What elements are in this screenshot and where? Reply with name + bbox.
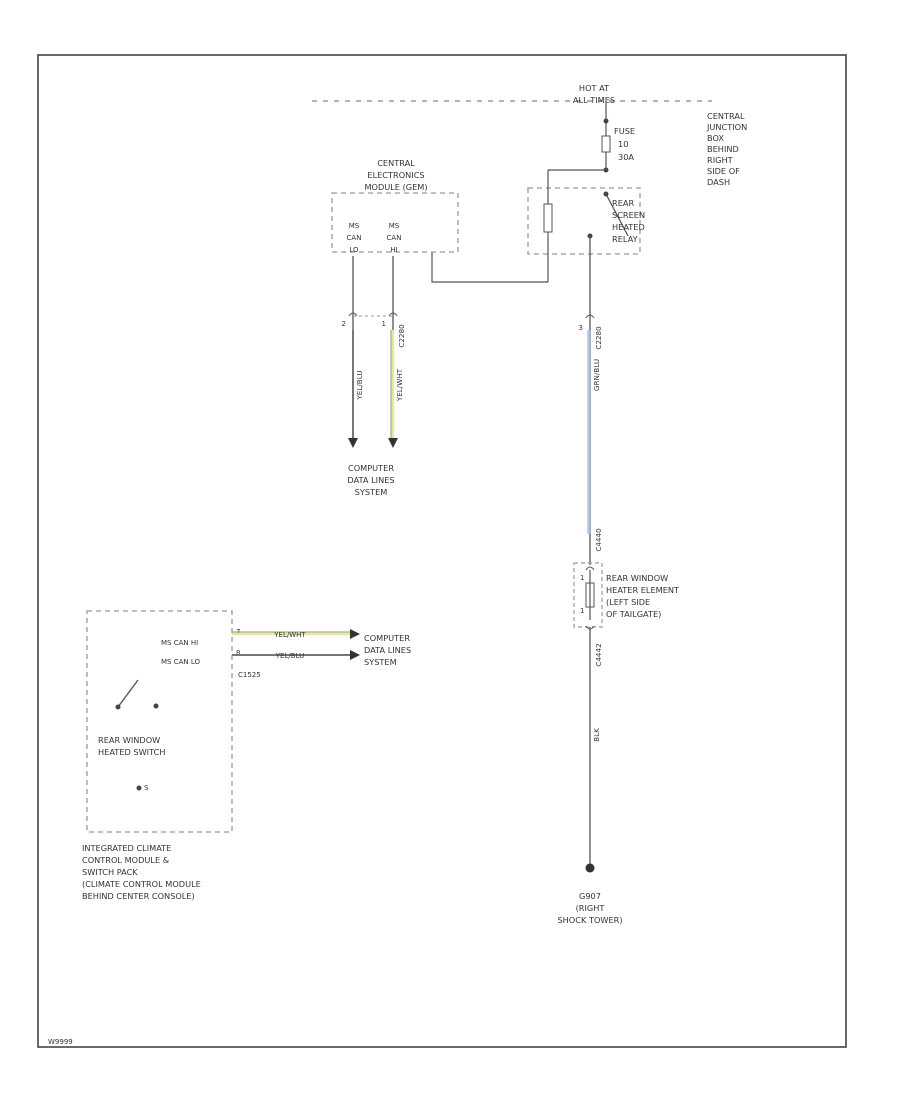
relay-output-pin: 3	[579, 324, 583, 332]
cem-lo-text-2: CAN	[347, 234, 362, 242]
heater-connector-bottom: C4442	[594, 643, 603, 666]
fuse-icon	[601, 135, 611, 153]
cjb-label-line3: BOX	[707, 133, 724, 143]
computer-data-top-line2: DATA LINES	[347, 475, 394, 485]
computer-data-left-line2: DATA LINES	[364, 645, 411, 655]
heater-label-line1: REAR WINDOW	[606, 573, 668, 583]
cem-lo-text-1: MS	[349, 222, 360, 230]
fuse-rating: 30A	[618, 152, 634, 162]
cjb-label-line6: SIDE OF	[707, 166, 740, 176]
iccm-hi-wire-color: YEL/WHT	[273, 631, 306, 639]
heater-pin-top: 1	[580, 574, 584, 582]
iccm-switch-label-line1: REAR WINDOW	[98, 735, 160, 745]
relay-contact-switch	[605, 193, 629, 237]
iccm-caption-line5: BEHIND CENTER CONSOLE)	[82, 891, 195, 901]
iccm-pin-lo-label: MS CAN LO	[161, 658, 200, 666]
relay-output-connector-shape	[585, 314, 595, 319]
relay-output-connector-id: C2280	[594, 326, 603, 350]
diagram-id: W9999	[48, 1038, 73, 1046]
fuse-label: FUSE	[614, 126, 635, 136]
ground-point-icon	[585, 863, 595, 873]
heater-label-line4: OF TAILGATE)	[606, 609, 661, 619]
heater-label-line2: HEATER ELEMENT	[606, 585, 680, 595]
iccm-caption-line3: SWITCH PACK	[82, 867, 138, 877]
cjb-label-line7: DASH	[707, 177, 730, 187]
cem-label-line3: MODULE (GEM)	[364, 182, 427, 192]
iccm-caption-line1: INTEGRATED CLIMATE	[82, 843, 171, 853]
cem-lo-text-3: LO	[349, 246, 359, 254]
relay-output-wire-color: GRN/BLU	[592, 359, 601, 391]
relay-label-line3: HEATED	[612, 222, 645, 232]
cem-hi-wire-color: YEL/WHT	[395, 368, 404, 402]
computer-data-left-line1: COMPUTER	[364, 633, 410, 643]
cem-label-line2: ELECTRONICS	[367, 170, 424, 180]
relay-label-line4: RELAY	[612, 234, 639, 244]
iccm-lo-wire-color: YEL/BLU	[275, 652, 304, 660]
iccm-switch-dot-right	[153, 703, 159, 709]
relay-coil-icon	[543, 203, 553, 233]
relay-contact-dot-top	[603, 191, 609, 197]
heater-label-line3: (LEFT SIDE	[606, 597, 650, 607]
iccm-caption-line2: CONTROL MODULE &	[82, 855, 170, 865]
relay-box	[527, 187, 641, 255]
iccm-switch-label-line2: HEATED SWITCH	[98, 747, 165, 757]
fuse-junction-dot	[603, 118, 609, 124]
cem-hi-pin: 1	[382, 320, 386, 328]
cem-label-line1: CENTRAL	[377, 158, 415, 168]
cjb-label-line1: CENTRAL	[707, 111, 745, 121]
relay-label-line1: REAR	[612, 198, 634, 208]
relay-label-line2: SCREEN	[612, 210, 645, 220]
cem-hi-text-3: HI	[390, 246, 397, 254]
iccm-box	[86, 610, 233, 833]
cem-box	[331, 192, 459, 253]
fuse-number: 10	[618, 139, 628, 149]
cem-hi-arrow-icon	[388, 438, 398, 448]
cem-to-relay-wire	[431, 252, 548, 283]
iccm-switch-dot-left	[115, 704, 121, 710]
cem-lo-pin: 2	[342, 320, 346, 328]
cem-connector-shape	[348, 312, 398, 317]
heater-connector-top: C4440	[594, 528, 603, 552]
iccm-pin-hi-label: MS CAN HI	[161, 639, 198, 647]
iccm-connector-id: C1525	[238, 671, 261, 679]
cjb-label-line2: JUNCTION	[706, 122, 747, 132]
hot-label-line2: ALL TIMES	[573, 95, 615, 105]
cem-hi-text-2: CAN	[387, 234, 402, 242]
cjb-label-line5: RIGHT	[707, 155, 734, 165]
ground-label-line2: (RIGHT	[576, 903, 606, 913]
iccm-ground-dot	[136, 785, 142, 791]
cem-hi-text-1: MS	[389, 222, 400, 230]
ground-label-line1: G907	[579, 891, 601, 901]
computer-data-top-line3: SYSTEM	[355, 487, 388, 497]
ground-wire-color: BLK	[592, 728, 601, 742]
cem-lo-arrow-icon	[348, 438, 358, 448]
cem-lo-wire-color: YEL/BLU	[355, 370, 364, 400]
heater-pin-bottom: 1	[580, 607, 584, 615]
hot-label-line1: HOT AT	[579, 83, 610, 93]
ground-label-line3: SHOCK TOWER)	[557, 915, 622, 925]
cjb-label-line4: BEHIND	[707, 144, 739, 154]
heater-top-connector-shape	[585, 566, 595, 571]
computer-data-left-line3: SYSTEM	[364, 657, 397, 667]
iccm-fuse-glyph: S	[144, 784, 149, 792]
iccm-caption-line4: (CLIMATE CONTROL MODULE	[82, 879, 201, 889]
cem-connector-id: C2280	[397, 324, 406, 348]
heater-element-box	[573, 562, 603, 628]
iccm-lo-arrow-icon	[350, 650, 360, 660]
computer-data-top-line1: COMPUTER	[348, 463, 394, 473]
iccm-hi-arrow-icon	[350, 629, 360, 639]
iccm-pin-lo: 8	[236, 649, 240, 657]
iccm-switch-lever	[117, 679, 139, 708]
diagram-border	[37, 54, 847, 1048]
